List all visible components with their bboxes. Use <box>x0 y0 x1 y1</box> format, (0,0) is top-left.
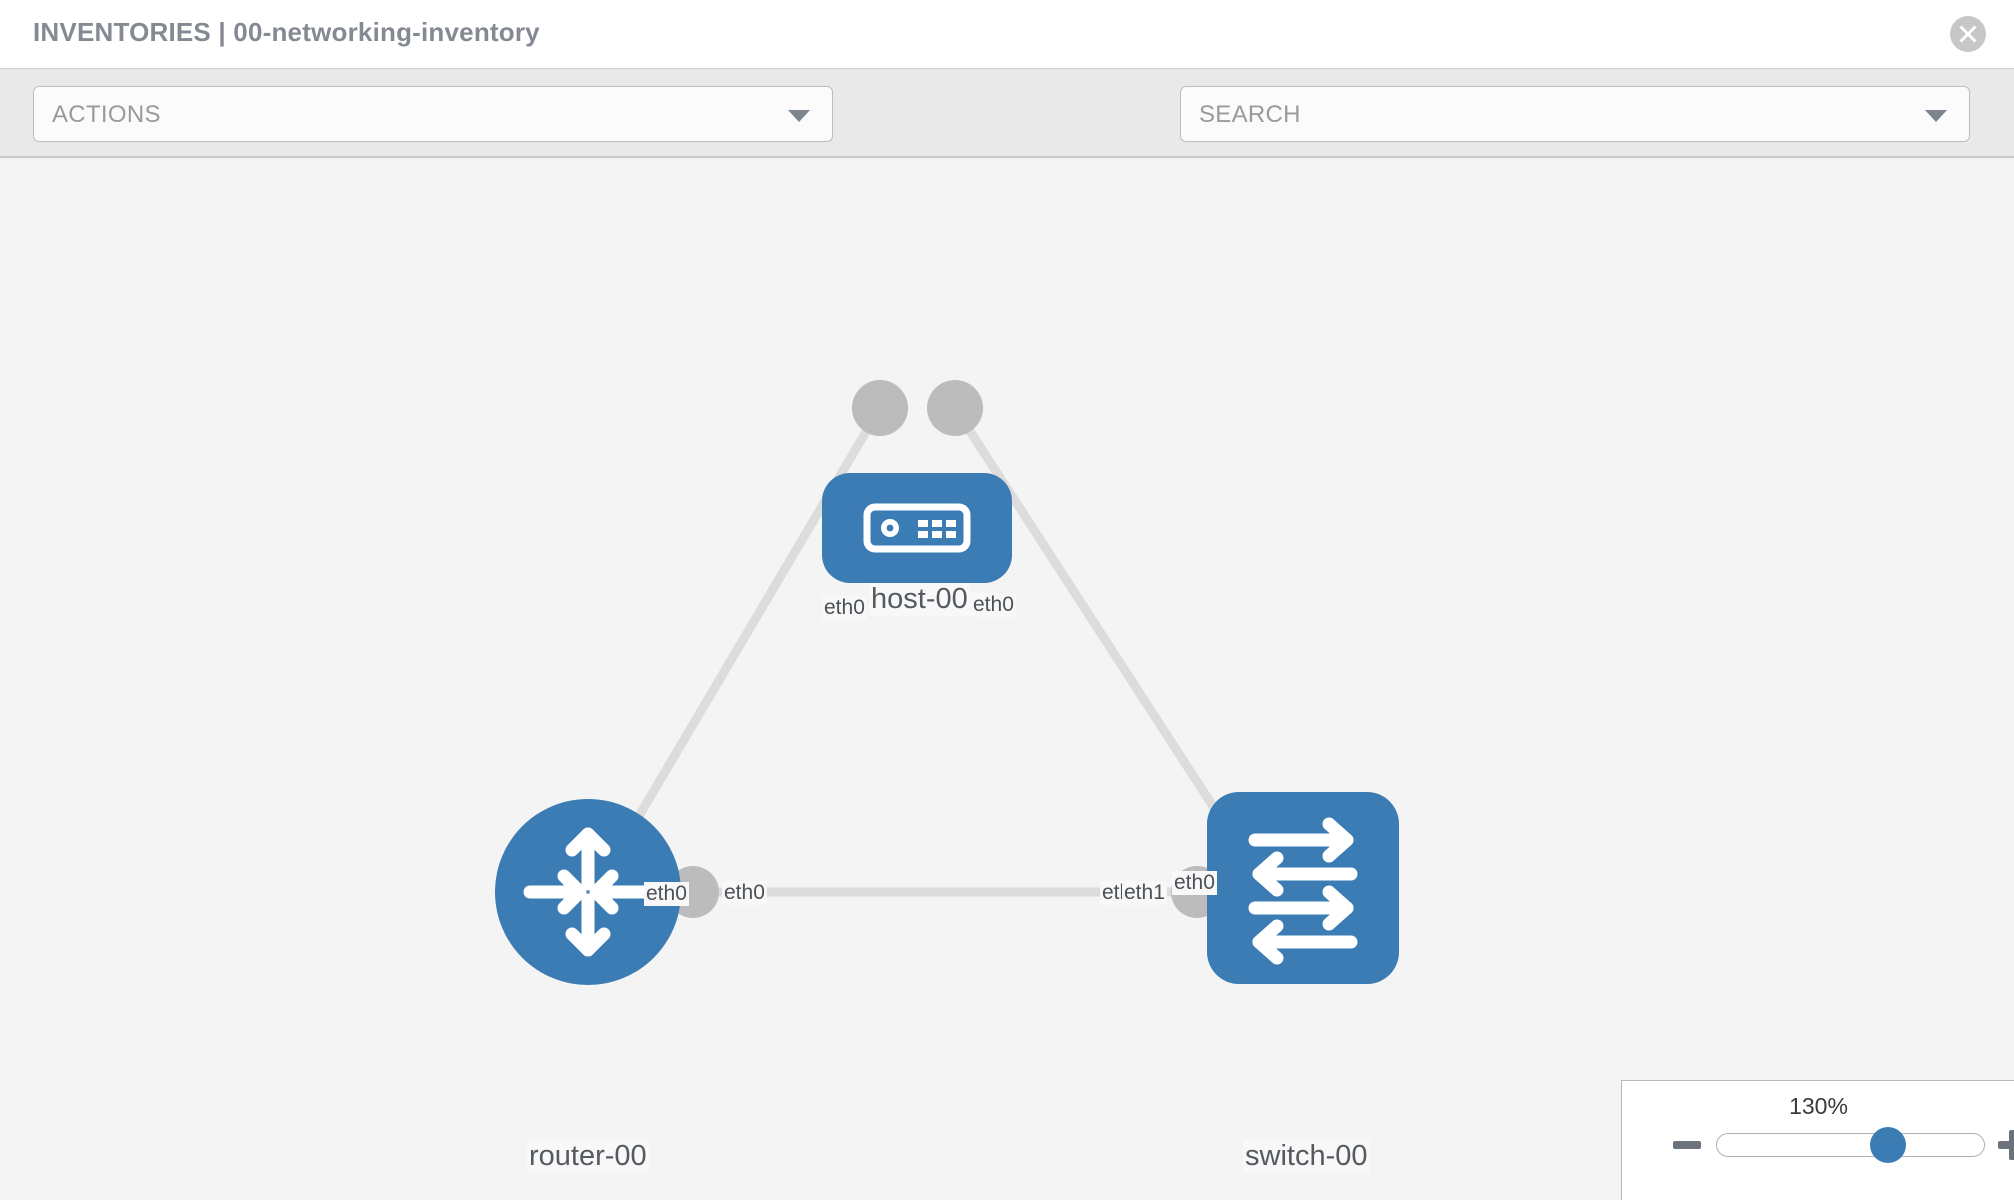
chevron-down-icon <box>1925 110 1947 122</box>
node-label-switch: switch-00 <box>1243 1140 1370 1173</box>
zoom-slider[interactable] <box>1716 1127 1985 1163</box>
link-host-router <box>616 405 884 851</box>
close-icon[interactable] <box>1950 16 1986 52</box>
zoom-slider-thumb[interactable] <box>1870 1127 1906 1163</box>
topology-graph <box>495 380 1399 985</box>
actions-dropdown[interactable]: ACTIONS <box>33 86 833 142</box>
connector-dot <box>852 380 908 436</box>
page-title: INVENTORIES | 00-networking-inventory <box>33 17 540 47</box>
node-switch-00[interactable] <box>1207 792 1399 984</box>
interface-label: eth0 <box>822 596 867 620</box>
zoom-control-panel: 130% <box>1621 1080 2014 1200</box>
interface-label: eth0 <box>722 881 767 905</box>
link-host-switch <box>951 405 1244 851</box>
interface-label: eth1 <box>1122 881 1167 905</box>
node-router-00[interactable] <box>495 799 681 985</box>
actions-dropdown-label: ACTIONS <box>52 101 161 128</box>
interface-label: eth0 <box>971 593 1016 617</box>
search-placeholder: SEARCH <box>1199 101 1301 128</box>
interface-label: eth0 <box>1172 871 1217 895</box>
node-label-host: host-00 <box>869 583 970 616</box>
plus-icon[interactable] <box>1998 1130 2014 1160</box>
page-header: INVENTORIES | 00-networking-inventory <box>0 0 2014 68</box>
zoom-level-value: 130% <box>1789 1093 1848 1119</box>
topology-connectors <box>600 380 1264 918</box>
search-input[interactable]: SEARCH <box>1180 86 1970 142</box>
interface-label: eth0 <box>644 882 689 906</box>
chevron-down-icon <box>788 110 810 122</box>
topology-canvas[interactable]: eth0 eth0 eth0 eth0 eth0 eth0 eth1 host-… <box>0 158 2014 1200</box>
node-label-router: router-00 <box>527 1140 649 1173</box>
node-host-00[interactable] <box>822 473 1012 583</box>
topology-toolbar: ACTIONS SEARCH <box>0 68 2014 196</box>
connector-dot <box>927 380 983 436</box>
minus-icon[interactable] <box>1673 1141 1701 1149</box>
